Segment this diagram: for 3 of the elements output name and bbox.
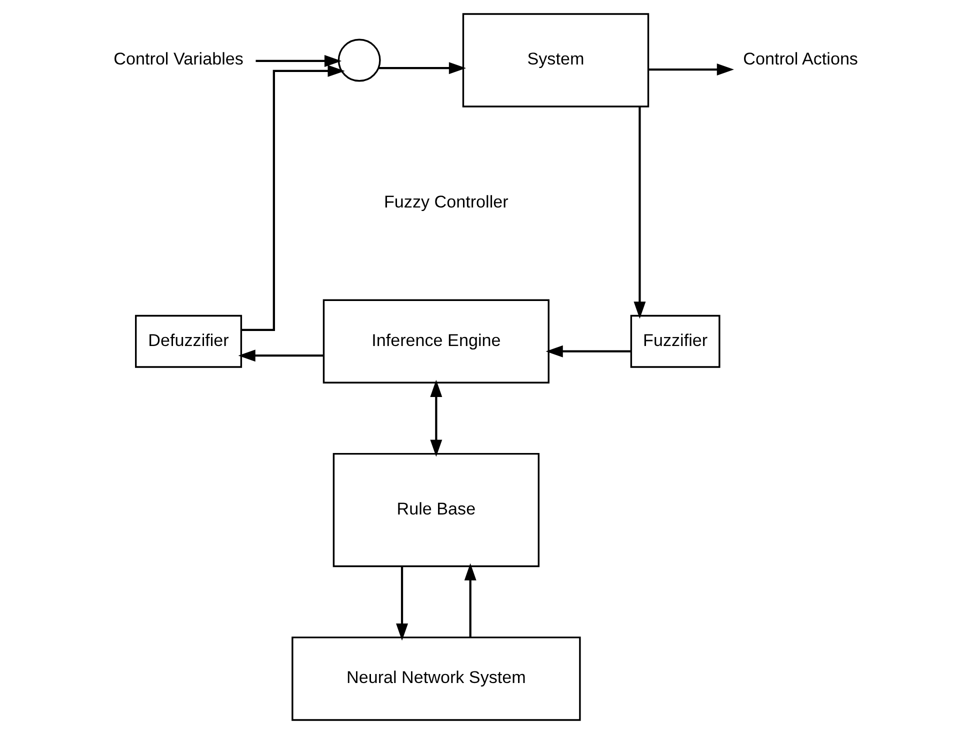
label: Fuzzy Controller xyxy=(383,192,508,212)
node-text: Control Actions xyxy=(742,50,858,69)
node-text: Control Variables xyxy=(113,50,243,69)
